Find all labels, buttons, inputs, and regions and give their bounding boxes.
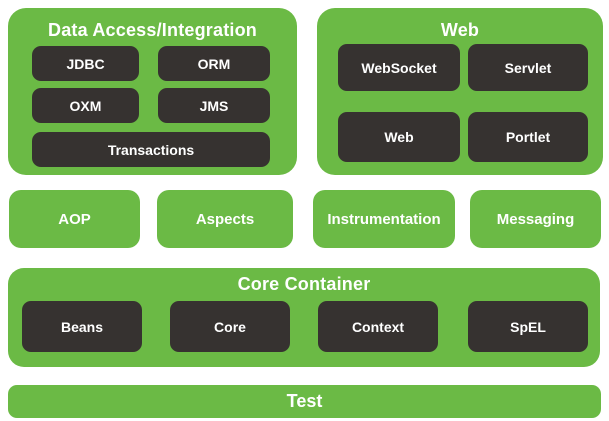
- module-jms: JMS: [158, 88, 270, 123]
- block-messaging: Messaging: [470, 190, 601, 248]
- panel-web: Web WebSocket Servlet Web Portlet: [317, 8, 603, 175]
- block-instrumentation: Instrumentation: [313, 190, 455, 248]
- panel-title-core-container: Core Container: [237, 274, 371, 294]
- module-web: Web: [338, 112, 460, 162]
- module-transactions: Transactions: [32, 132, 270, 167]
- panel-title-data-access-integration: Data Access/Integration: [48, 20, 257, 40]
- block-aspects: Aspects: [157, 190, 293, 248]
- bar-test: Test: [8, 385, 601, 418]
- module-jdbc: JDBC: [32, 46, 139, 81]
- module-core: Core: [170, 301, 290, 352]
- module-spel: SpEL: [468, 301, 588, 352]
- module-orm: ORM: [158, 46, 270, 81]
- module-servlet: Servlet: [468, 44, 588, 91]
- module-oxm: OXM: [32, 88, 139, 123]
- panel-core-container: Core Container Beans Core Context SpEL: [8, 268, 600, 367]
- module-portlet: Portlet: [468, 112, 588, 162]
- module-beans: Beans: [22, 301, 142, 352]
- block-aop: AOP: [9, 190, 140, 248]
- module-websocket: WebSocket: [338, 44, 460, 91]
- panel-title-web: Web: [440, 20, 480, 40]
- module-context: Context: [318, 301, 438, 352]
- panel-data-access-integration: Data Access/Integration JDBC ORM OXM JMS…: [8, 8, 297, 175]
